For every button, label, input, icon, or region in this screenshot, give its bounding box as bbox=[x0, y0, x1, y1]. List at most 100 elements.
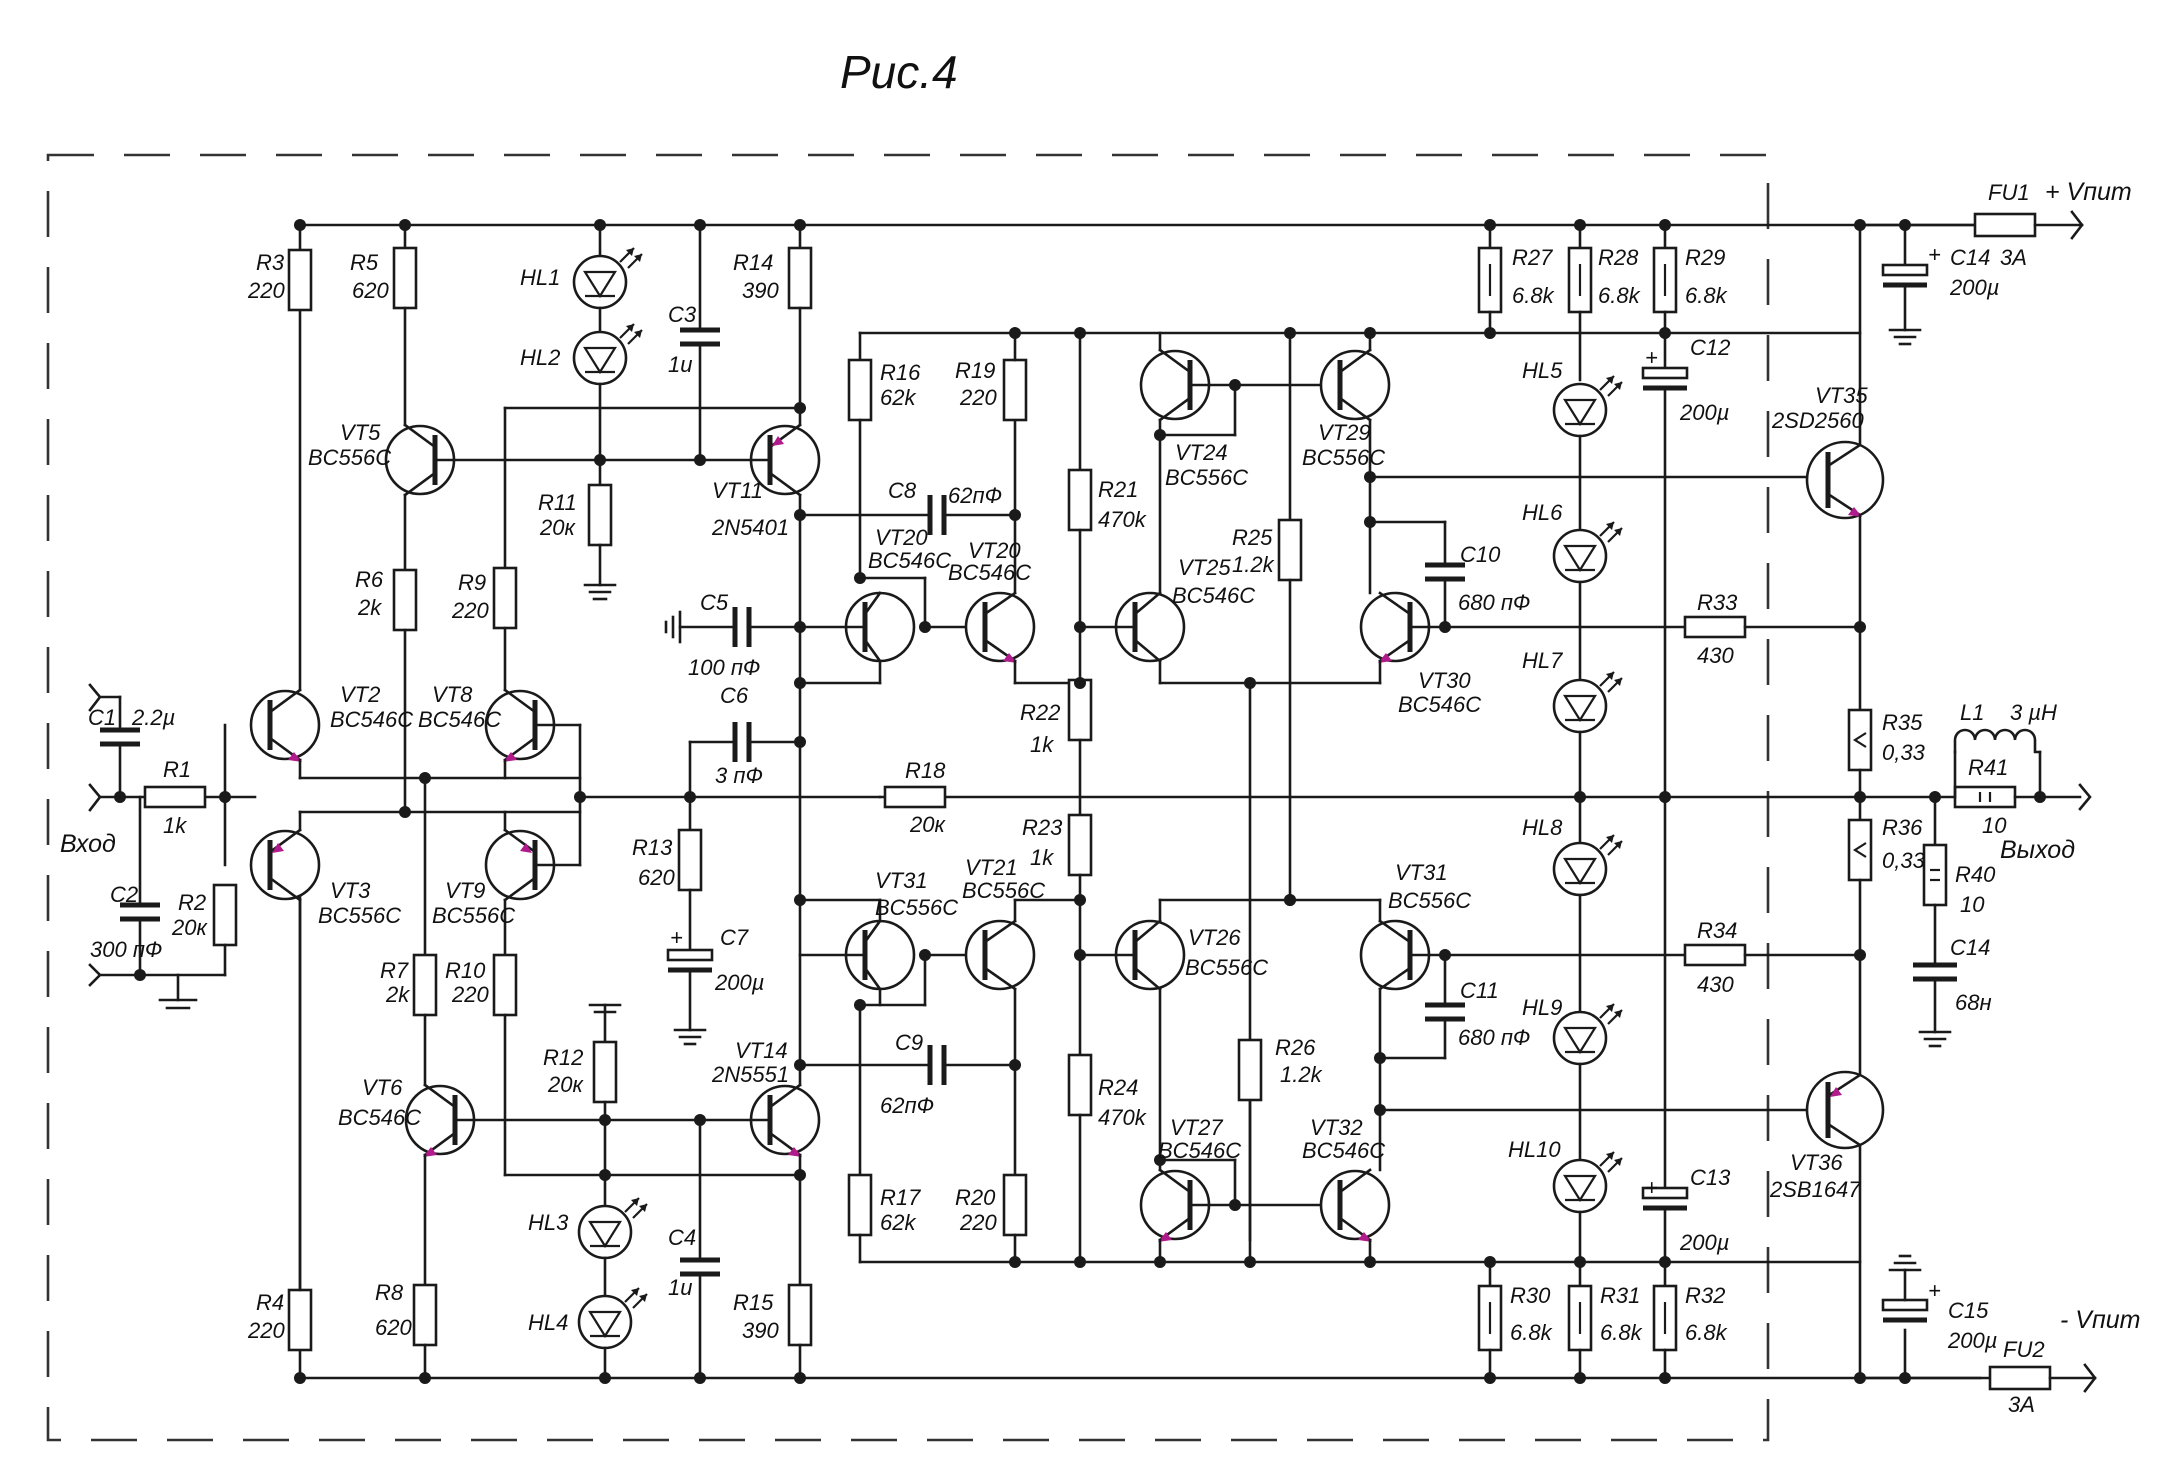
r20-ref: R20 bbox=[955, 1185, 996, 1210]
vas-stage bbox=[698, 219, 821, 1384]
c14-plus: + bbox=[1928, 242, 1941, 267]
c6-ref: C6 bbox=[720, 683, 749, 708]
r15-value: 390 bbox=[742, 1318, 779, 1343]
hl3-label: HL3 bbox=[528, 1210, 569, 1235]
vplus-label: + Vпит bbox=[2045, 178, 2132, 206]
r12-value: 20к bbox=[547, 1072, 584, 1097]
vt31b-type: BC556C bbox=[1388, 888, 1471, 913]
vt6-ref: VT6 bbox=[362, 1075, 403, 1100]
fu2-value: 3A bbox=[2008, 1392, 2035, 1417]
upper-led-string bbox=[572, 219, 720, 601]
hl5-label: HL5 bbox=[1522, 358, 1563, 383]
r4-value: 220 bbox=[247, 1318, 285, 1343]
feedback-network bbox=[666, 722, 1862, 1046]
vt31a-ref: VT31 bbox=[875, 868, 928, 893]
r30-value: 6.8k bbox=[1510, 1320, 1553, 1345]
hl7-label: HL7 bbox=[1522, 648, 1563, 673]
r9-ref: R9 bbox=[458, 570, 486, 595]
r13-value: 620 bbox=[638, 865, 675, 890]
bias-lower bbox=[404, 776, 802, 1384]
vt21-type: BC556C bbox=[962, 878, 1045, 903]
c14b-value: 68н bbox=[1955, 990, 1992, 1015]
hl4-label: HL4 bbox=[528, 1310, 568, 1335]
figure-title: Рис.4 bbox=[840, 46, 958, 98]
vt2-transistor bbox=[249, 688, 321, 762]
vt36-type: 2SB1647 bbox=[1769, 1177, 1861, 1202]
vt27-ref: VT27 bbox=[1170, 1115, 1223, 1140]
vt27-type: BC546C bbox=[1158, 1138, 1241, 1163]
l1-ref: L1 bbox=[1960, 700, 1984, 725]
c5-value: 100 пФ bbox=[688, 655, 760, 680]
c4-ref: C4 bbox=[668, 1225, 696, 1250]
r15-ref: R15 bbox=[733, 1290, 774, 1315]
r16-value: 62k bbox=[880, 385, 916, 410]
c10-value: 680 пФ bbox=[1458, 590, 1530, 615]
r31-ref: R31 bbox=[1600, 1283, 1640, 1308]
r11-ref: R11 bbox=[538, 490, 577, 515]
vt20b-type: BC546C bbox=[948, 560, 1031, 585]
input-label: Вход bbox=[60, 830, 116, 858]
r23-ref: R23 bbox=[1022, 815, 1063, 840]
r1-value: 1k bbox=[163, 813, 187, 838]
r35-value: 0,33 bbox=[1882, 740, 1926, 765]
vt14-ref: VT14 bbox=[735, 1038, 788, 1063]
r20-value: 220 bbox=[959, 1210, 997, 1235]
r17-value: 62k bbox=[880, 1210, 916, 1235]
r36-value: 0,33 bbox=[1882, 848, 1926, 873]
r8-value: 620 bbox=[375, 1315, 412, 1340]
c7-value: 200µ bbox=[714, 970, 764, 995]
r27-value: 6.8k bbox=[1512, 283, 1555, 308]
c9-ref: C9 bbox=[895, 1030, 923, 1055]
vt32-type: BC546C bbox=[1302, 1138, 1385, 1163]
r19-value: 220 bbox=[959, 385, 997, 410]
c10-ref: C10 bbox=[1460, 542, 1501, 567]
vt8-transistor bbox=[484, 688, 582, 780]
output-label: Выход bbox=[2000, 836, 2075, 864]
r26-value: 1.2k bbox=[1280, 1062, 1323, 1087]
output-stage bbox=[1805, 219, 1885, 1384]
r23-value: 1k bbox=[1030, 845, 1054, 870]
r6-value: 2k bbox=[357, 595, 382, 620]
vt20a-ref: VT20 bbox=[875, 525, 928, 550]
vminus-label: - Vпит bbox=[2060, 1306, 2140, 1334]
r2-ref: R2 bbox=[178, 890, 206, 915]
vt8-ref: VT8 bbox=[432, 682, 473, 707]
r1-ref: R1 bbox=[163, 757, 191, 782]
r34-ref: R34 bbox=[1697, 918, 1737, 943]
r28-value: 6.8k bbox=[1598, 283, 1641, 308]
c15-ref: C15 bbox=[1948, 1298, 1989, 1323]
r8-ref: R8 bbox=[375, 1280, 404, 1305]
vt3-transistor bbox=[249, 828, 321, 902]
r19-ref: R19 bbox=[955, 358, 995, 383]
c13-ref: C13 bbox=[1690, 1165, 1731, 1190]
vt24-type: BC556C bbox=[1165, 465, 1248, 490]
vt2-type: BC546C bbox=[330, 707, 413, 732]
vt36-ref: VT36 bbox=[1790, 1150, 1843, 1175]
r2-value: 20к bbox=[171, 915, 208, 940]
c8-value: 62пФ bbox=[948, 483, 1002, 508]
r33-ref: R33 bbox=[1697, 590, 1738, 615]
output-driver-lower bbox=[1078, 894, 1862, 1268]
r11-value: 20к bbox=[539, 515, 576, 540]
vt35-ref: VT35 bbox=[1815, 383, 1868, 408]
vt11-type: 2N5401 bbox=[711, 515, 789, 540]
r22-ref: R22 bbox=[1020, 700, 1060, 725]
c14-value: 200µ bbox=[1949, 275, 1999, 300]
r16-ref: R16 bbox=[880, 360, 921, 385]
c14-ref: C14 bbox=[1950, 245, 1990, 270]
vt31a-type: BC556C bbox=[875, 895, 958, 920]
r21-ref: R21 bbox=[1098, 477, 1138, 502]
c11-value: 680 пФ bbox=[1458, 1025, 1530, 1050]
r18-value: 20к bbox=[909, 812, 946, 837]
vt35-type: 2SD2560 bbox=[1771, 408, 1865, 433]
c11-ref: C11 bbox=[1460, 978, 1499, 1003]
vt20a-type: BC546C bbox=[868, 548, 951, 573]
hl1-label: HL1 bbox=[520, 265, 560, 290]
c5-ref: C5 bbox=[700, 590, 729, 615]
r40-ref: R40 bbox=[1955, 862, 1996, 887]
r34-value: 430 bbox=[1697, 972, 1734, 997]
c3-ref: C3 bbox=[668, 302, 697, 327]
fu1-ref: FU1 bbox=[1988, 180, 2030, 205]
vt30-ref: VT30 bbox=[1418, 668, 1471, 693]
